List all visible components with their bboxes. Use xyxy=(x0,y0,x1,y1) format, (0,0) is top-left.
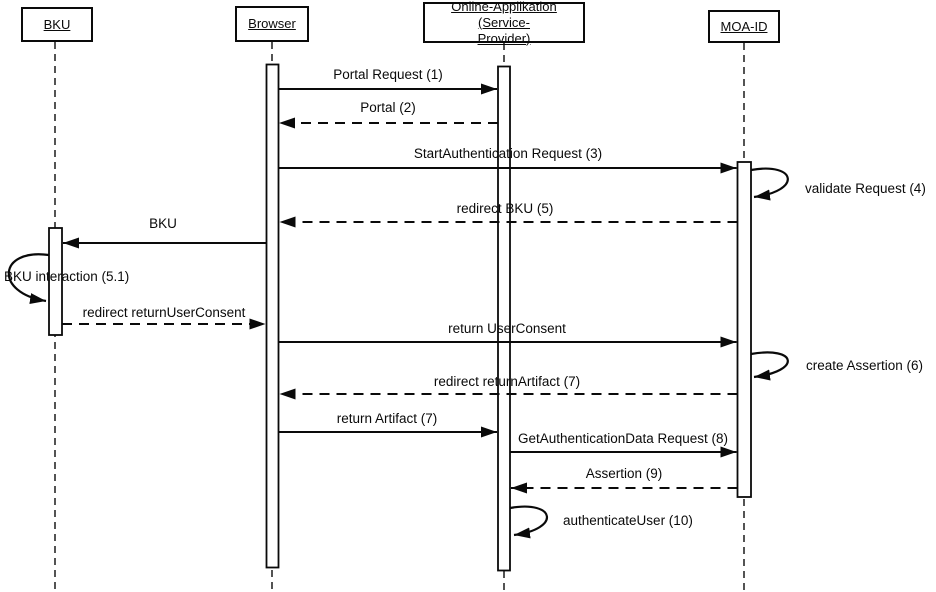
message-label-validate-request: validate Request (4) xyxy=(805,181,926,196)
message-label-create-assertion: create Assertion (6) xyxy=(806,358,924,373)
participant-moa-id-label: MOA-ID xyxy=(720,18,768,34)
participant-online-applikation-line2: Provider) xyxy=(477,30,531,46)
message-label-redirect-bku: redirect BKU (5) xyxy=(456,201,554,216)
participant-moa-id: MOA-ID xyxy=(708,10,780,43)
participant-browser: Browser xyxy=(235,6,309,42)
message-label-redirect-returnartifact: redirect returnArtifact (7) xyxy=(433,374,581,389)
message-label-return-artifact: return Artifact (7) xyxy=(336,411,438,426)
participant-online-applikation-line1: Online-Applikation (Service- xyxy=(451,0,557,30)
participant-bku-label: BKU xyxy=(43,16,71,32)
self-loop-validate-request xyxy=(750,167,789,201)
self-loop-authenticateuser xyxy=(509,505,548,539)
message-label-return-userconsent: return UserConsent xyxy=(448,321,566,336)
message-label-portal-request: Portal Request (1) xyxy=(333,67,443,82)
activation-bar-online-applikation xyxy=(497,65,511,572)
message-label-authenticateuser: authenticateUser (10) xyxy=(563,513,693,528)
participant-online-applikation: Online-Applikation (Service- Provider) xyxy=(423,0,585,46)
participant-bku: BKU xyxy=(21,7,93,42)
message-label-getauthenticationdata-request: GetAuthenticationData Request (8) xyxy=(517,431,729,446)
message-label-redirect-returnuserconsent: redirect returnUserConsent xyxy=(82,305,246,320)
message-label-bku: BKU xyxy=(149,216,177,231)
self-loop-create-assertion xyxy=(750,351,789,381)
participant-online-applikation-label: Online-Applikation (Service- Provider) xyxy=(425,0,583,47)
activation-bar-bku xyxy=(48,227,63,336)
message-label-bku-interaction: BKU interaction (5.1) xyxy=(4,269,130,284)
participant-browser-label: Browser xyxy=(248,16,296,31)
activation-bar-moa-id xyxy=(736,161,752,498)
activation-bar-browser xyxy=(265,63,280,569)
self-loop-bku-interaction xyxy=(7,253,50,304)
message-label-assertion: Assertion (9) xyxy=(585,466,663,481)
message-label-portal: Portal (2) xyxy=(360,100,416,115)
message-label-startauthentication-request: StartAuthentication Request (3) xyxy=(413,146,603,161)
